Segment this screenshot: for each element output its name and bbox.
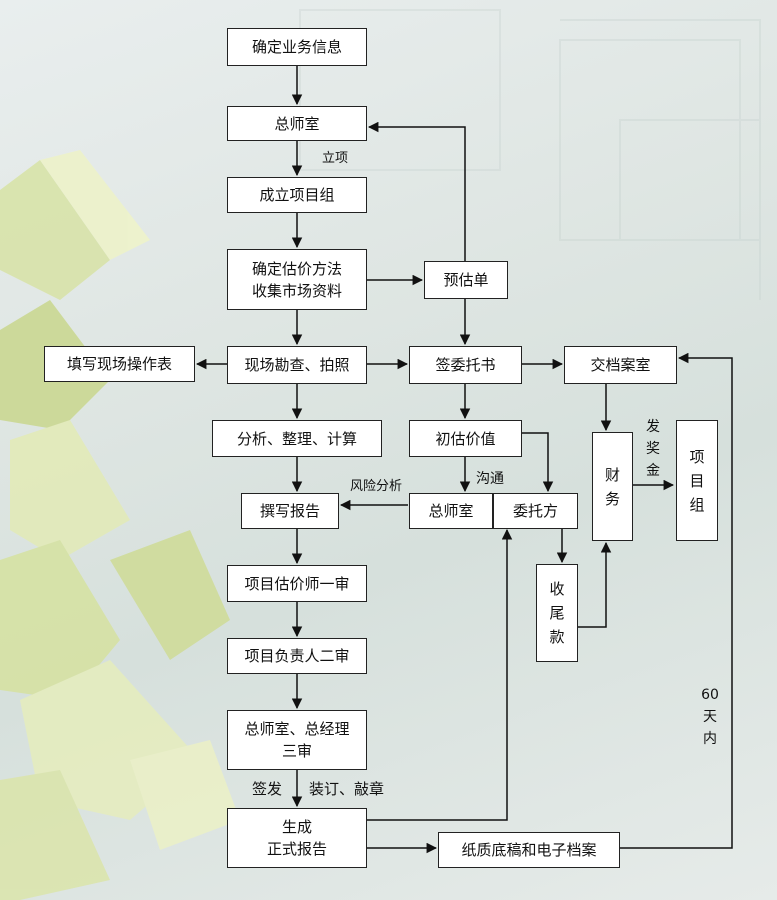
label-sixty-days: 60 天 内 xyxy=(701,687,719,747)
node-formal-report: 生成 正式报告 xyxy=(227,808,367,868)
node-archive-room: 交档案室 xyxy=(564,346,677,384)
node-final-payment: 收尾款 xyxy=(536,564,578,662)
label-bind-seal: 装订、敲章 xyxy=(309,780,385,798)
arrow-pre-to-chief xyxy=(367,121,466,261)
arrow-formal-to-client xyxy=(367,528,513,821)
node-review-1: 项目估价师一审 xyxy=(227,565,367,602)
label-risk-analysis: 风险分析 xyxy=(350,479,403,494)
node-initial-value: 初估价值 xyxy=(409,420,522,457)
node-finance: 财务 xyxy=(592,432,633,541)
label-communicate: 沟通 xyxy=(476,471,504,487)
node-analysis: 分析、整理、计算 xyxy=(212,420,382,457)
label-establish: 立项 xyxy=(322,151,349,166)
node-site-survey: 现场勘查、拍照 xyxy=(227,346,367,384)
node-write-report: 撰写报告 xyxy=(241,493,339,529)
node-project-group: 成立项目组 xyxy=(227,177,367,213)
node-chief-office-top: 总师室 xyxy=(227,106,367,141)
node-chief-office-mid: 总师室 xyxy=(409,493,493,529)
arrow-paper-to-archive xyxy=(620,352,733,849)
arrow-payment-to-finance xyxy=(578,541,612,628)
arrow-initial-to-client xyxy=(522,432,554,493)
label-bonus: 发奖金 xyxy=(646,419,660,479)
node-review-2: 项目负责人二审 xyxy=(227,638,367,674)
node-paper-archive: 纸质底稿和电子档案 xyxy=(438,832,620,868)
node-client: 委托方 xyxy=(493,493,578,529)
node-fill-form: 填写现场操作表 xyxy=(44,346,195,382)
node-confirm-info: 确定业务信息 xyxy=(227,28,367,66)
node-sign-entrust: 签委托书 xyxy=(409,346,522,384)
node-project-group-right: 项目组 xyxy=(676,420,718,541)
node-valuation-method: 确定估价方法 收集市场资料 xyxy=(227,249,367,310)
node-review-3: 总师室、总经理 三审 xyxy=(227,710,367,770)
node-pre-estimate: 预估单 xyxy=(424,261,508,299)
label-sign-issue: 签发 xyxy=(252,780,283,798)
